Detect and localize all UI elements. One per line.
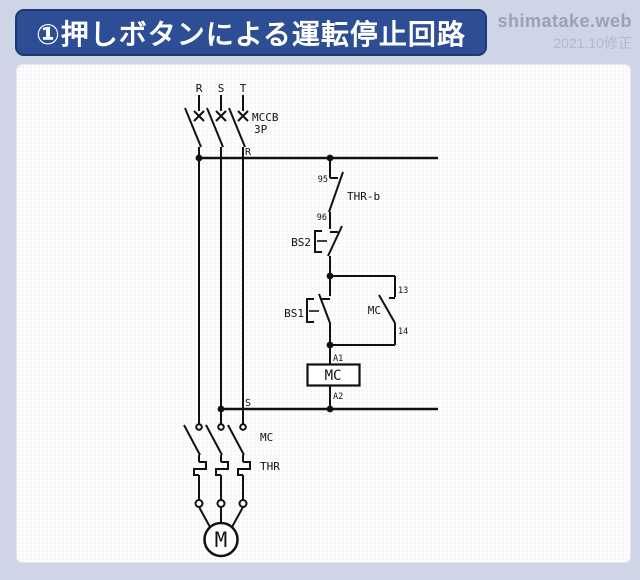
thr-b-label: THR-b [347,190,380,203]
diagram-card [16,64,631,563]
thr-b-contact: 95 THR-b 96 [317,158,380,229]
mc-coil-terminal-a2: A2 [333,392,343,402]
phase-r-label: R [196,82,203,95]
mc-aux-terminal-13: 13 [398,286,408,296]
revision-date: 2021.10修正 [553,35,632,51]
motor: M [194,499,248,558]
bs1-start-button: BS1 [284,276,331,345]
thr-label: THR [260,460,280,473]
site-watermark: shimatake.web [497,11,632,31]
mc-aux-terminal-14: 14 [398,327,408,337]
mccb-poles-label: 3P [254,123,268,136]
mc-coil: A1 MC A2 [306,345,361,409]
mc-main-contacts: MC [183,423,273,462]
mccb-breaker: MCCB 3P [184,95,279,148]
r-bus: R [195,147,438,162]
thr-b-terminal-96: 96 [317,213,327,223]
mc-coil-label: MC [325,368,342,384]
mccb-label: MCCB [252,111,279,124]
thr-b-terminal-95: 95 [318,175,328,185]
s-bus: S [217,398,438,413]
mc-aux-contact: 13 MC 14 [330,275,408,346]
phase-s-label: S [218,82,225,95]
page-title: ①押しボタンによる運転停止回路 [36,18,466,50]
phase-t-label: T [240,82,247,95]
motor-label: M [215,528,228,552]
mc-main-label: MC [260,431,273,444]
title-banner: ①押しボタンによる運転停止回路 [15,9,487,56]
thr-overload: THR [193,460,280,500]
bs2-stop-button: BS2 [291,225,343,276]
power-lines [198,147,244,424]
phase-labels: R S T [196,82,247,95]
r-bus-label: R [245,147,252,158]
mc-coil-terminal-a1: A1 [333,354,343,364]
s-bus-label: S [245,398,251,409]
bs1-label: BS1 [284,307,304,320]
bs2-label: BS2 [291,236,311,249]
mc-aux-label: MC [368,304,381,317]
